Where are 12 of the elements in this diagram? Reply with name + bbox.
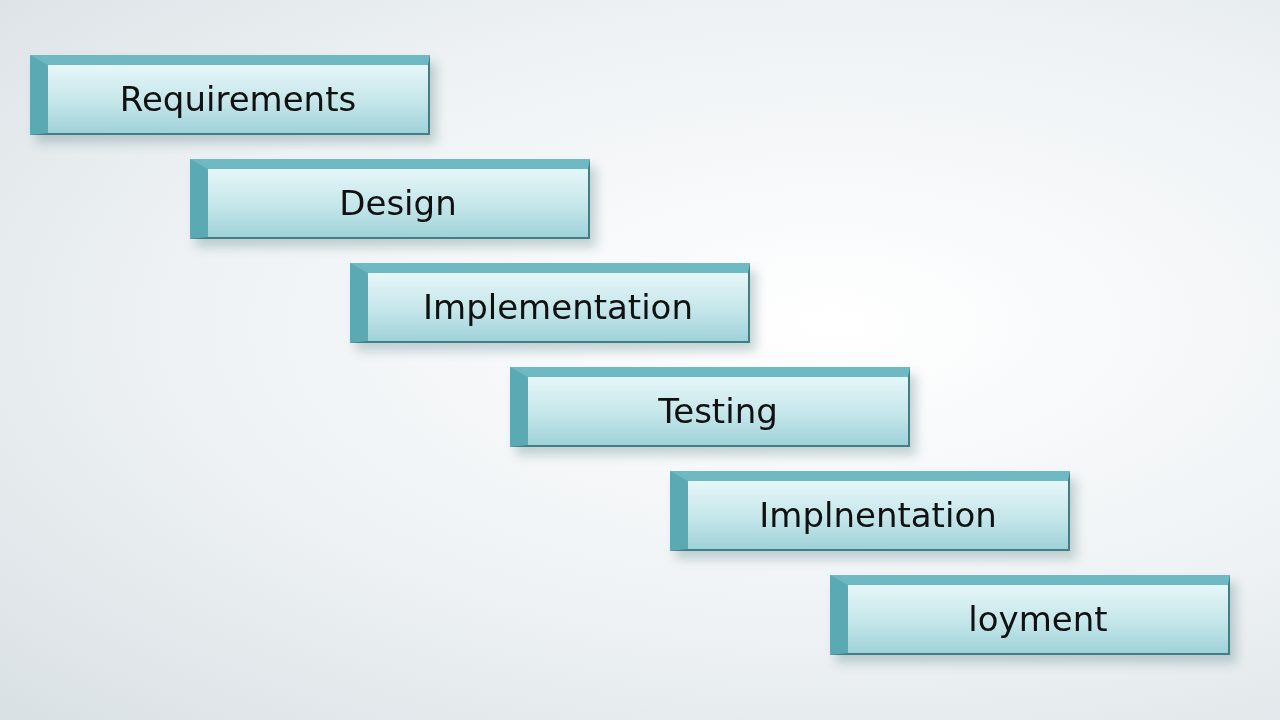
glass-bar: [830, 575, 1230, 655]
stage-label: Requirements: [119, 79, 357, 119]
glass-bar: [190, 159, 590, 239]
stage-label: Implnentation: [759, 495, 997, 535]
glass-bar: [670, 471, 1070, 551]
glass-bar: [350, 263, 750, 343]
stage-label: Design: [339, 183, 457, 223]
glass-bar: [510, 367, 910, 447]
glass-bar: [30, 55, 430, 135]
stage-label: Testing: [658, 391, 778, 431]
stage-label: loyment: [968, 599, 1108, 639]
stage-label: Implementation: [423, 287, 693, 327]
